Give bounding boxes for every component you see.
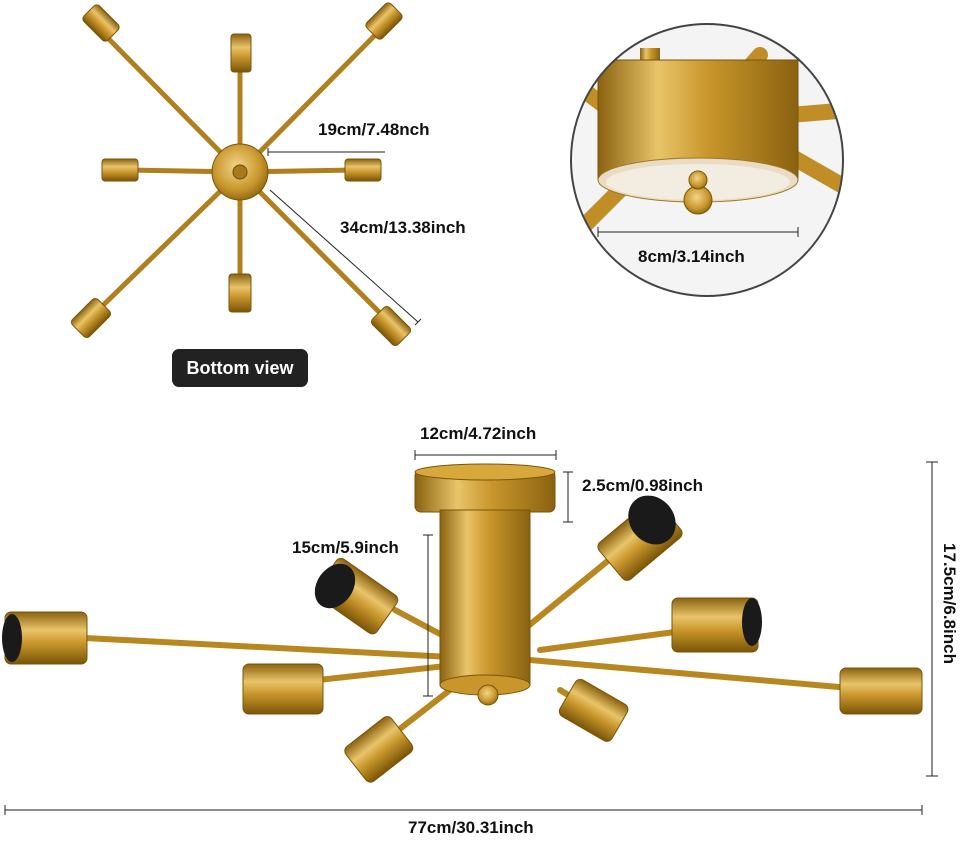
body-height-label: 15cm/5.9inch — [292, 538, 399, 557]
base-diameter-label: 8cm/3.14inch — [638, 247, 745, 266]
side-view-fixture — [2, 463, 923, 783]
bottom-view-fixture — [70, 2, 412, 347]
arm-length-label: 34cm/13.38inch — [340, 218, 466, 237]
bottom-view-dimension-lines — [267, 148, 422, 326]
canopy-height-label: 2.5cm/0.98inch — [582, 476, 703, 495]
canopy-diameter-label: 12cm/4.72inch — [420, 424, 537, 443]
total-height-label: 17.5cm/6.8inch — [940, 543, 959, 664]
bottom-view-badge: Bottom view — [172, 349, 308, 387]
side-view-dimension-lines — [4, 450, 938, 815]
base-detail-zoom — [570, 23, 844, 297]
total-width-label: 77cm/30.31inch — [408, 818, 534, 837]
arm-to-center-label: 19cm/7.48nch — [318, 120, 430, 139]
